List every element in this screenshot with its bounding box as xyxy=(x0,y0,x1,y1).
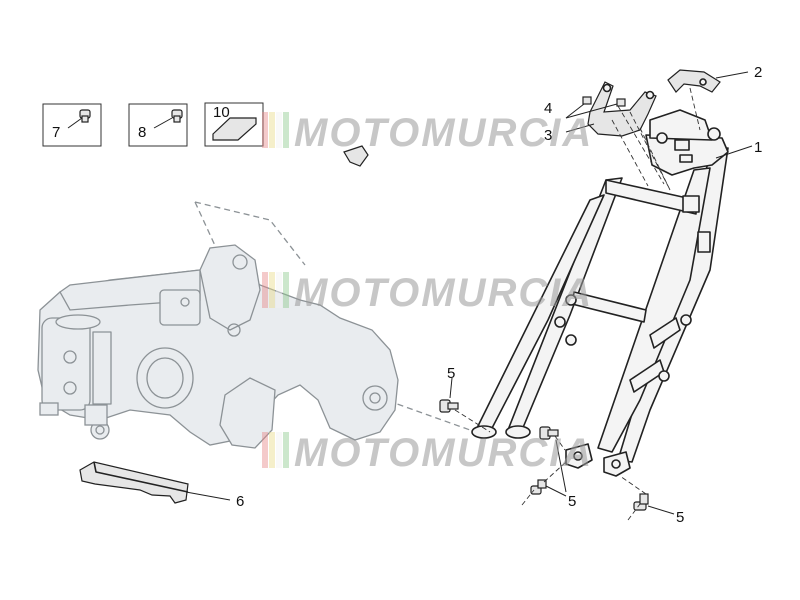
part-6-guide xyxy=(79,461,231,504)
screw-7-icon xyxy=(79,109,91,123)
watermark-middle: MOTOMURCIA xyxy=(262,271,593,315)
bolts-5 xyxy=(439,377,675,521)
callout-labels: 7 8 10 1 2 3 4 5 5 5 6 xyxy=(52,64,762,526)
boxed-parts xyxy=(42,102,369,167)
box-number-8: 8 xyxy=(138,124,146,141)
pad-10-icon xyxy=(212,117,257,141)
callout-3: 3 xyxy=(544,127,552,144)
main-frame-ghost xyxy=(37,201,471,449)
callout-4: 4 xyxy=(544,100,552,117)
callout-1: 1 xyxy=(754,139,762,156)
box-number-7: 7 xyxy=(52,124,60,141)
screw-8-icon xyxy=(171,109,183,123)
box-part-7 xyxy=(42,103,102,147)
watermark-text-bottom: MOTOMURCIA xyxy=(294,431,593,475)
box-number-10: 10 xyxy=(213,104,230,121)
rear-subframe xyxy=(471,109,753,477)
callout-5-top: 5 xyxy=(447,365,455,382)
top-brackets xyxy=(565,69,749,191)
watermark-group: MOTOMURCIA MOTOMURCIA MOTOMURCIA xyxy=(262,111,593,475)
loose-grommet-icon xyxy=(343,145,369,167)
watermark-top: MOTOMURCIA xyxy=(262,111,593,155)
callout-2: 2 xyxy=(754,64,762,81)
watermark-text-top: MOTOMURCIA xyxy=(294,111,593,155)
watermark-text-middle: MOTOMURCIA xyxy=(294,271,593,315)
callout-6: 6 xyxy=(236,493,244,510)
callout-5-right: 5 xyxy=(676,509,684,526)
callout-5-middle: 5 xyxy=(568,493,576,510)
watermark-bottom: MOTOMURCIA xyxy=(262,431,593,475)
